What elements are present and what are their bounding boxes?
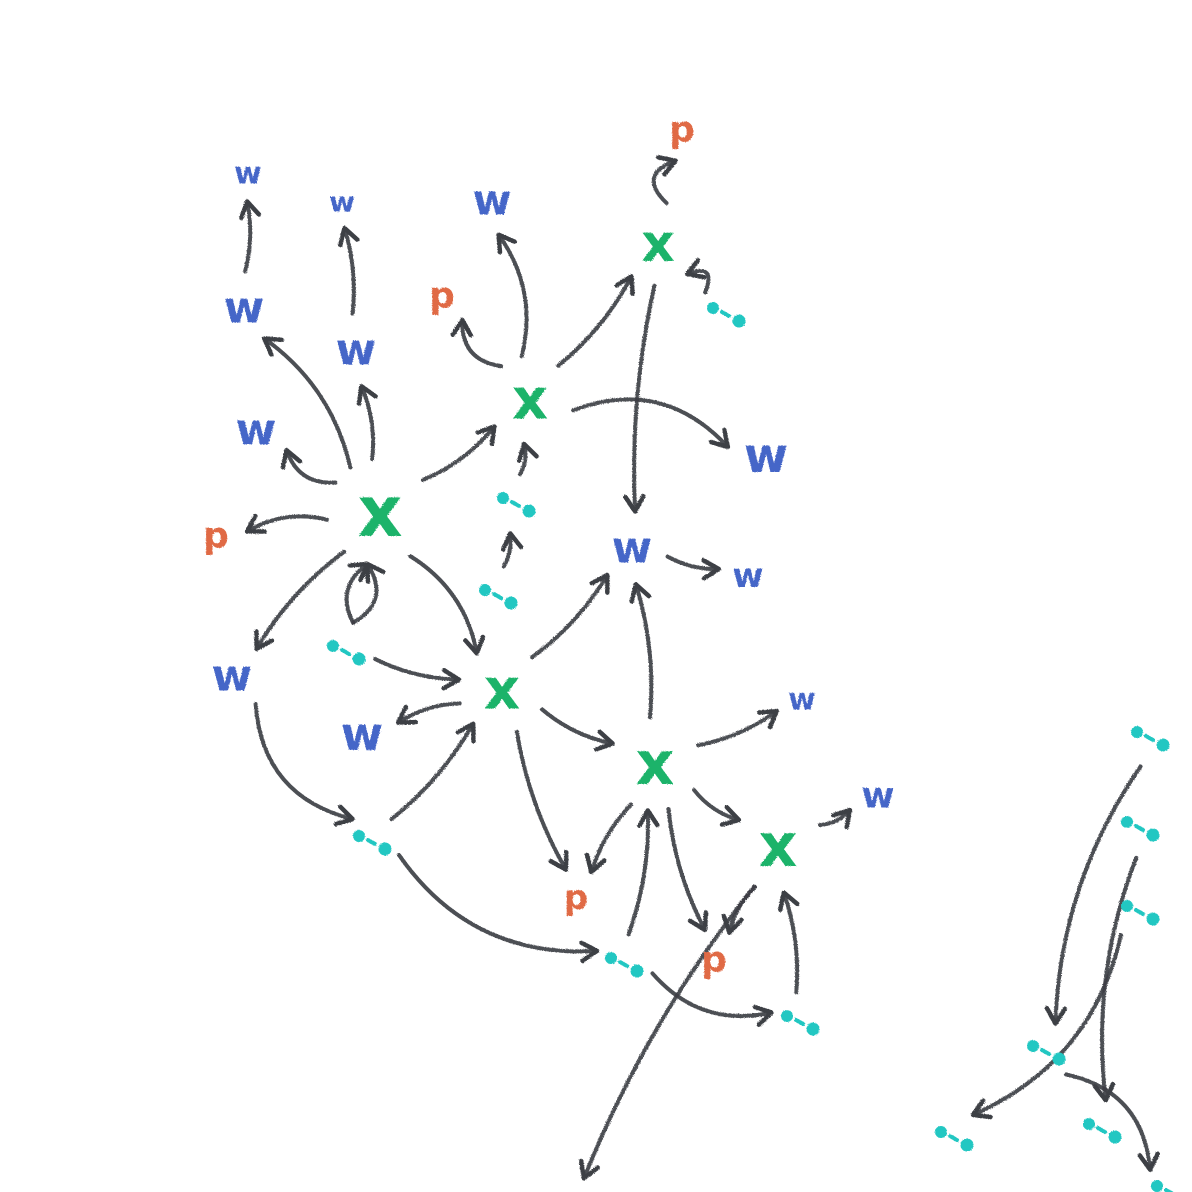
dot-node-d2 xyxy=(497,492,536,518)
edge-w4-to-w3 xyxy=(338,225,360,316)
edge-d10-to-d13 xyxy=(970,933,1123,1120)
edge-x1-to-p2 xyxy=(244,513,330,534)
edge-w2-to-w1 xyxy=(239,199,262,274)
w-node-w14: w xyxy=(556,1185,584,1192)
p-node-p3: p xyxy=(429,276,455,317)
dot-node-d6 xyxy=(605,952,644,978)
edge-d7-to-x6 xyxy=(777,890,800,995)
x-node-x3: x xyxy=(641,214,675,274)
edge-x4-to-p4 xyxy=(514,729,569,872)
edge-x2-to-p3 xyxy=(450,317,504,369)
p-node-p2: p xyxy=(203,516,229,557)
w-node-w7: w xyxy=(744,428,788,484)
w-node-w9: w xyxy=(212,651,253,702)
edge-x1-to-w9 xyxy=(254,549,347,652)
x-node-x4: x xyxy=(484,658,520,723)
p-node-p6: p xyxy=(597,1191,618,1192)
edge-d6-to-d7 xyxy=(650,971,774,1027)
dot-node-d14 xyxy=(1151,1180,1174,1192)
edge-w9-to-d5 xyxy=(253,701,355,827)
dot-node-d5 xyxy=(353,830,392,856)
edge-x1-to-x2 xyxy=(420,424,497,482)
edge-x5-to-p5 xyxy=(666,807,709,933)
dot-node-d10 xyxy=(1121,900,1160,926)
edge-d4-to-x4 xyxy=(373,657,462,691)
edge-d2-to-x2 xyxy=(516,441,539,477)
edge-x5-to-w8 xyxy=(629,582,654,720)
edge-x5-to-p4 xyxy=(584,802,634,875)
edge-x2-to-w6 xyxy=(496,232,529,359)
x-node-x6: x xyxy=(759,811,798,881)
dot-node-d1 xyxy=(707,302,746,328)
edge-d6-to-x5 xyxy=(626,808,660,937)
edge-d11-to-d14 xyxy=(1063,1072,1160,1172)
w-node-w3: w xyxy=(329,186,355,219)
dot-node-d8 xyxy=(1131,726,1170,752)
w-node-w8: w xyxy=(612,523,653,574)
edge-x3-to-p1 xyxy=(651,155,678,206)
edge-x4-to-w8 xyxy=(529,572,610,660)
dot-node-d12 xyxy=(1083,1118,1122,1144)
dot-node-d7 xyxy=(781,1010,820,1036)
w-node-w5: w xyxy=(236,405,277,456)
edge-x4-to-x5 xyxy=(539,707,615,752)
edge-x2-to-w7 xyxy=(571,397,731,450)
w-node-w11: w xyxy=(341,707,384,761)
w-node-w6: w xyxy=(473,176,512,225)
edge-x4-to-w11 xyxy=(395,701,462,725)
x-node-x2: x xyxy=(512,368,548,433)
edge-x6-to-p5 xyxy=(721,884,757,935)
w-node-w4: w xyxy=(336,325,377,376)
dot-node-d3 xyxy=(479,584,518,610)
edge-x3-to-w8 xyxy=(623,283,657,514)
edge-x2-to-x3 xyxy=(556,274,635,368)
edge-d8-to-d11 xyxy=(1044,764,1143,1026)
edge-x1-to-w4 xyxy=(356,383,378,462)
edge-w8-to-w10 xyxy=(665,554,721,581)
x-node-x1: x xyxy=(357,471,402,553)
w-node-w13: w xyxy=(861,776,894,817)
w-node-w10: w xyxy=(732,556,763,596)
p-node-p1: p xyxy=(669,110,695,151)
w-node-w2: w xyxy=(224,283,265,334)
x-node-x7: x xyxy=(492,1183,518,1192)
edge-d9-to-d12 xyxy=(1092,855,1139,1103)
edge-d1-to-x3 xyxy=(684,258,711,295)
edge-x1-to-w5 xyxy=(280,447,338,485)
dot-node-d4 xyxy=(327,640,366,666)
edges-layer xyxy=(239,155,1160,1181)
edge-x6-to-w13 xyxy=(818,807,853,830)
dot-node-d11 xyxy=(1027,1040,1066,1066)
w-node-w12: w xyxy=(788,683,816,718)
edge-d3-to-d2 xyxy=(500,531,524,569)
dot-node-d13 xyxy=(935,1126,974,1152)
p-node-p4: p xyxy=(564,878,588,918)
edge-d4-to-x1 xyxy=(344,561,370,625)
edge-d5-to-d6 xyxy=(397,853,600,964)
w-node-w1: w xyxy=(234,157,262,192)
nodes-layer: x x x x x x x w w w w w w w w w w w w w w p p p p p p xyxy=(203,110,1174,1192)
dot-node-d9 xyxy=(1121,816,1160,842)
edge-x1-to-x4 xyxy=(408,554,486,656)
edge-x5-to-w12 xyxy=(696,708,780,748)
x-node-x5: x xyxy=(636,729,675,799)
p-node-p5: p xyxy=(701,940,727,981)
edge-x1-to-w2 xyxy=(262,336,353,470)
edge-d5-to-x4 xyxy=(389,721,476,822)
edge-x5-to-x6 xyxy=(692,788,742,827)
